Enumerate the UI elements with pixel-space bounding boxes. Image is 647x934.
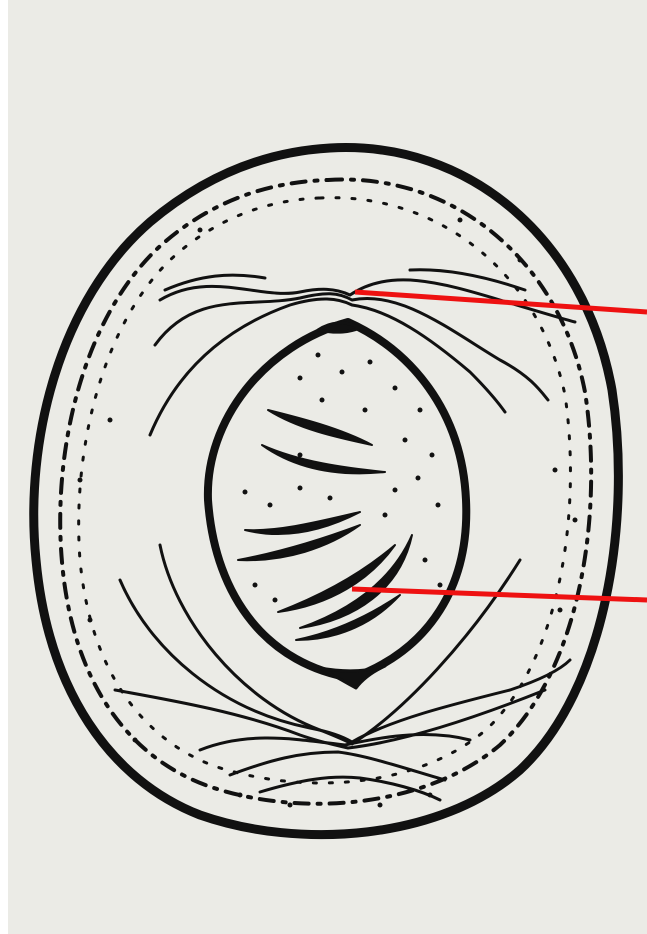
cell-diagram (0, 0, 647, 934)
diagram-canvas (0, 0, 647, 934)
